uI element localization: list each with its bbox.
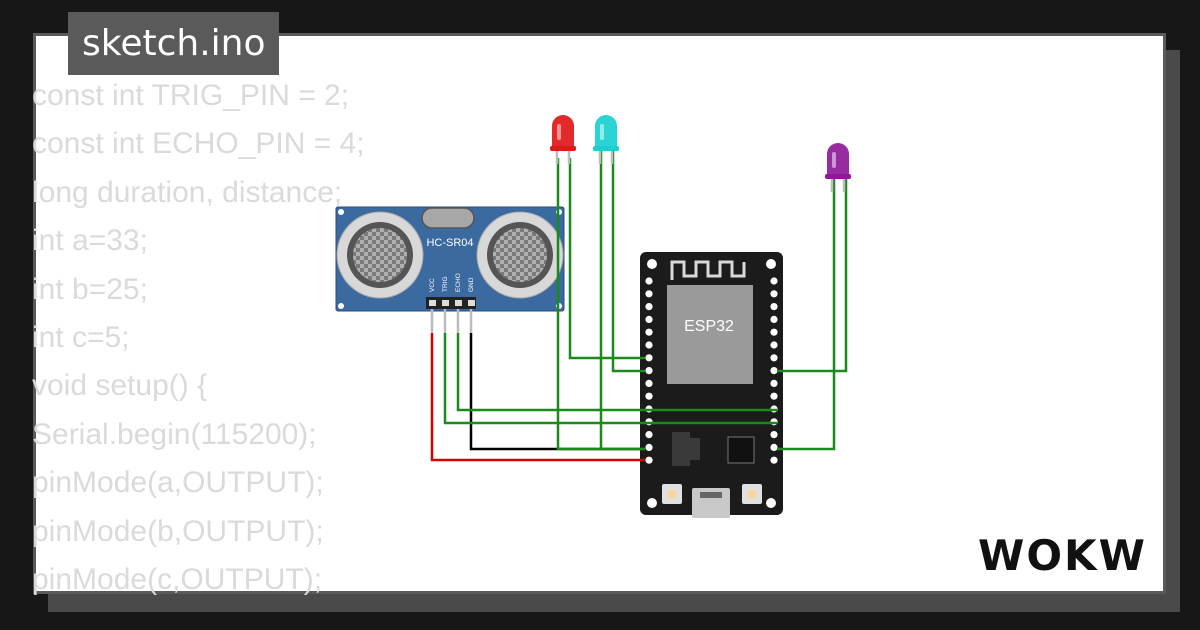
header-pin[interactable] xyxy=(770,431,778,439)
ultrasonic-sensor[interactable]: HC-SR04 VCC TRIG ECHO GND xyxy=(335,206,565,312)
esp32-pins-right[interactable] xyxy=(770,277,778,464)
header-pin[interactable] xyxy=(645,315,653,323)
header-pin[interactable] xyxy=(770,367,778,375)
code-listing: const int TRIG_PIN = 2; const int ECHO_PI… xyxy=(32,72,365,604)
code-line: int c=5; xyxy=(32,320,130,354)
esp32-chip xyxy=(667,285,753,384)
code-line: int a=33; xyxy=(32,224,148,258)
sketch-filename-tab: sketch.ino xyxy=(68,12,280,75)
header-pin[interactable] xyxy=(645,431,653,439)
header-pin[interactable] xyxy=(645,290,653,298)
sensor-pin-gnd: GND xyxy=(468,277,475,292)
header-pin[interactable] xyxy=(770,379,778,387)
code-line: Serial.begin(115200); xyxy=(32,417,317,451)
boot-button[interactable] xyxy=(742,484,762,504)
header-pin[interactable] xyxy=(645,443,653,451)
sensor-model-label: HC-SR04 xyxy=(426,237,473,249)
en-button[interactable] xyxy=(662,484,682,504)
header-pin[interactable] xyxy=(770,303,778,311)
wokwi-logo: WOKWi xyxy=(978,531,1148,578)
header-pin[interactable] xyxy=(770,392,778,400)
header-pin[interactable] xyxy=(645,367,653,375)
voltage-regulator xyxy=(672,432,690,466)
wire-green-signals xyxy=(443,150,848,451)
sensor-header-pins[interactable] xyxy=(426,297,476,309)
code-line: const int TRIG_PIN = 2; xyxy=(32,79,350,112)
code-line: pinMode(b,OUTPUT); xyxy=(32,514,324,548)
header-pin[interactable] xyxy=(645,328,653,336)
code-line: void setup() { xyxy=(32,369,208,403)
led-red[interactable] xyxy=(550,115,576,164)
header-pin[interactable] xyxy=(770,315,778,323)
esp32-chip-label: ESP32 xyxy=(684,318,734,335)
code-line: const int ECHO_PIN = 4; xyxy=(32,127,365,161)
led-cyan[interactable] xyxy=(593,115,619,164)
wokwi-logo-text: WOKWi xyxy=(978,531,1148,578)
sensor-transducer-left xyxy=(336,211,424,299)
header-pin[interactable] xyxy=(770,443,778,451)
sensor-transducer-right xyxy=(476,211,564,299)
esp32-board[interactable]: ESP32 xyxy=(640,252,783,518)
usb-uart-chip xyxy=(727,436,755,464)
code-line: pinMode(c,OUTPUT); xyxy=(32,562,323,596)
header-pin[interactable] xyxy=(645,277,653,285)
antenna-trace xyxy=(670,260,746,280)
esp32-pins-left[interactable] xyxy=(645,277,653,464)
header-pin[interactable] xyxy=(645,456,653,464)
code-line: long duration, distance; xyxy=(32,175,343,209)
sensor-pin-trig: TRIG xyxy=(442,276,449,292)
code-line: int b=25; xyxy=(32,272,148,306)
led-purple[interactable] xyxy=(825,143,851,192)
header-pin[interactable] xyxy=(770,328,778,336)
header-pin[interactable] xyxy=(770,456,778,464)
sensor-leads xyxy=(430,309,473,333)
header-pin[interactable] xyxy=(645,354,653,362)
header-pin[interactable] xyxy=(770,290,778,298)
header-pin[interactable] xyxy=(645,379,653,387)
header-pin[interactable] xyxy=(645,303,653,311)
header-pin[interactable] xyxy=(645,392,653,400)
header-pin[interactable] xyxy=(770,341,778,349)
header-pin[interactable] xyxy=(645,341,653,349)
sensor-pin-vcc: VCC xyxy=(429,278,436,292)
header-pin[interactable] xyxy=(770,354,778,362)
wire-red-vcc xyxy=(430,333,645,462)
sensor-pin-echo: ECHO xyxy=(455,273,462,292)
code-line: pinMode(a,OUTPUT); xyxy=(32,466,324,500)
header-pin[interactable] xyxy=(770,277,778,285)
